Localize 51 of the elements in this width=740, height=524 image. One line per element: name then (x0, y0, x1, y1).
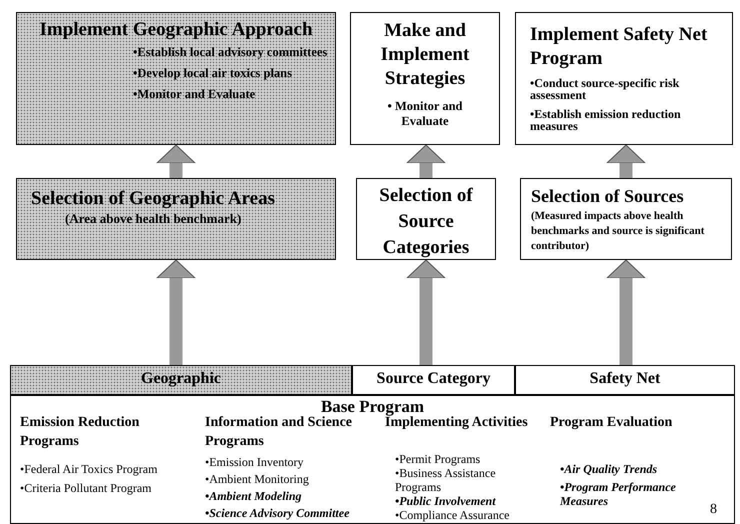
block-arrow (156, 260, 196, 365)
bullet-text: •Develop local air toxics plans (133, 66, 294, 81)
block-arrow (606, 260, 646, 365)
bullet-item: •Program Performance Measures (560, 480, 677, 508)
bullet-item: •Permit Programs (395, 452, 480, 466)
bullet-text: •Monitor and Evaluate (133, 87, 256, 102)
bullet-text: •Conduct source-specific risk assessment (530, 77, 680, 101)
block-arrow (606, 144, 646, 178)
bullet-text: •Establish emission reduction measures (530, 108, 682, 132)
subtitle-text: (Area above health benchmark) (65, 211, 242, 227)
bullet-item: •Ambient Modeling (205, 489, 303, 503)
page-number: 8 (710, 503, 718, 517)
category-tab (515, 365, 735, 395)
bullet-item: •Compliance Assurance (395, 508, 511, 522)
category-tab (352, 365, 515, 395)
box-title: Base Program (320, 396, 426, 416)
selection-box (16, 178, 336, 260)
bullet-item: •Criteria Pollutant Program (20, 481, 152, 495)
selection-box (520, 178, 732, 260)
bullet-item: •Ambient Monitoring (205, 472, 309, 486)
box-title: Selection of Geographic Areas (31, 187, 276, 211)
bullet-item: •Emission Inventory (205, 455, 304, 469)
block-arrow (406, 144, 446, 178)
bullet-item: •Air Quality Trends (560, 462, 658, 476)
bullet-item: •Business Assistance Programs (395, 466, 497, 494)
process-box (350, 12, 500, 145)
column-heading: Program Evaluation (550, 414, 674, 432)
column-heading: Implementing Activities (385, 415, 529, 432)
box-title: Implement Geographic Approach (38, 19, 314, 41)
box-title: Make and Implement Strategies (380, 19, 470, 91)
bullet-item: •Public Involvement (395, 494, 497, 508)
block-arrow (156, 144, 196, 178)
box-title: Source Category (376, 369, 492, 389)
box-title: Selection of Source Categories (378, 184, 474, 260)
column-heading: Information and Science Programs (205, 414, 353, 451)
category-tab (10, 365, 352, 395)
block-arrow (406, 260, 446, 365)
box-title: Selection of Sources (531, 185, 685, 207)
box-title: Geographic (140, 369, 222, 389)
program-panel (10, 395, 735, 524)
bullet-text: • Monitor and Evaluate (386, 99, 464, 129)
process-box (16, 12, 336, 145)
selection-box (356, 178, 496, 260)
process-box (515, 12, 733, 145)
bullet-text: •Establish local advisory committees (133, 45, 328, 60)
subtitle-text: (Measured impacts above health benchmarks and source is significant contributor) (531, 209, 706, 254)
column-heading: Emission Reduction Programs (20, 414, 140, 451)
bullet-item: •Science Advisory Committee (205, 506, 350, 520)
box-title: Safety Net (588, 369, 662, 389)
bullet-item: •Federal Air Toxics Program (20, 462, 158, 476)
box-title: Implement Safety Net Program (530, 23, 708, 71)
